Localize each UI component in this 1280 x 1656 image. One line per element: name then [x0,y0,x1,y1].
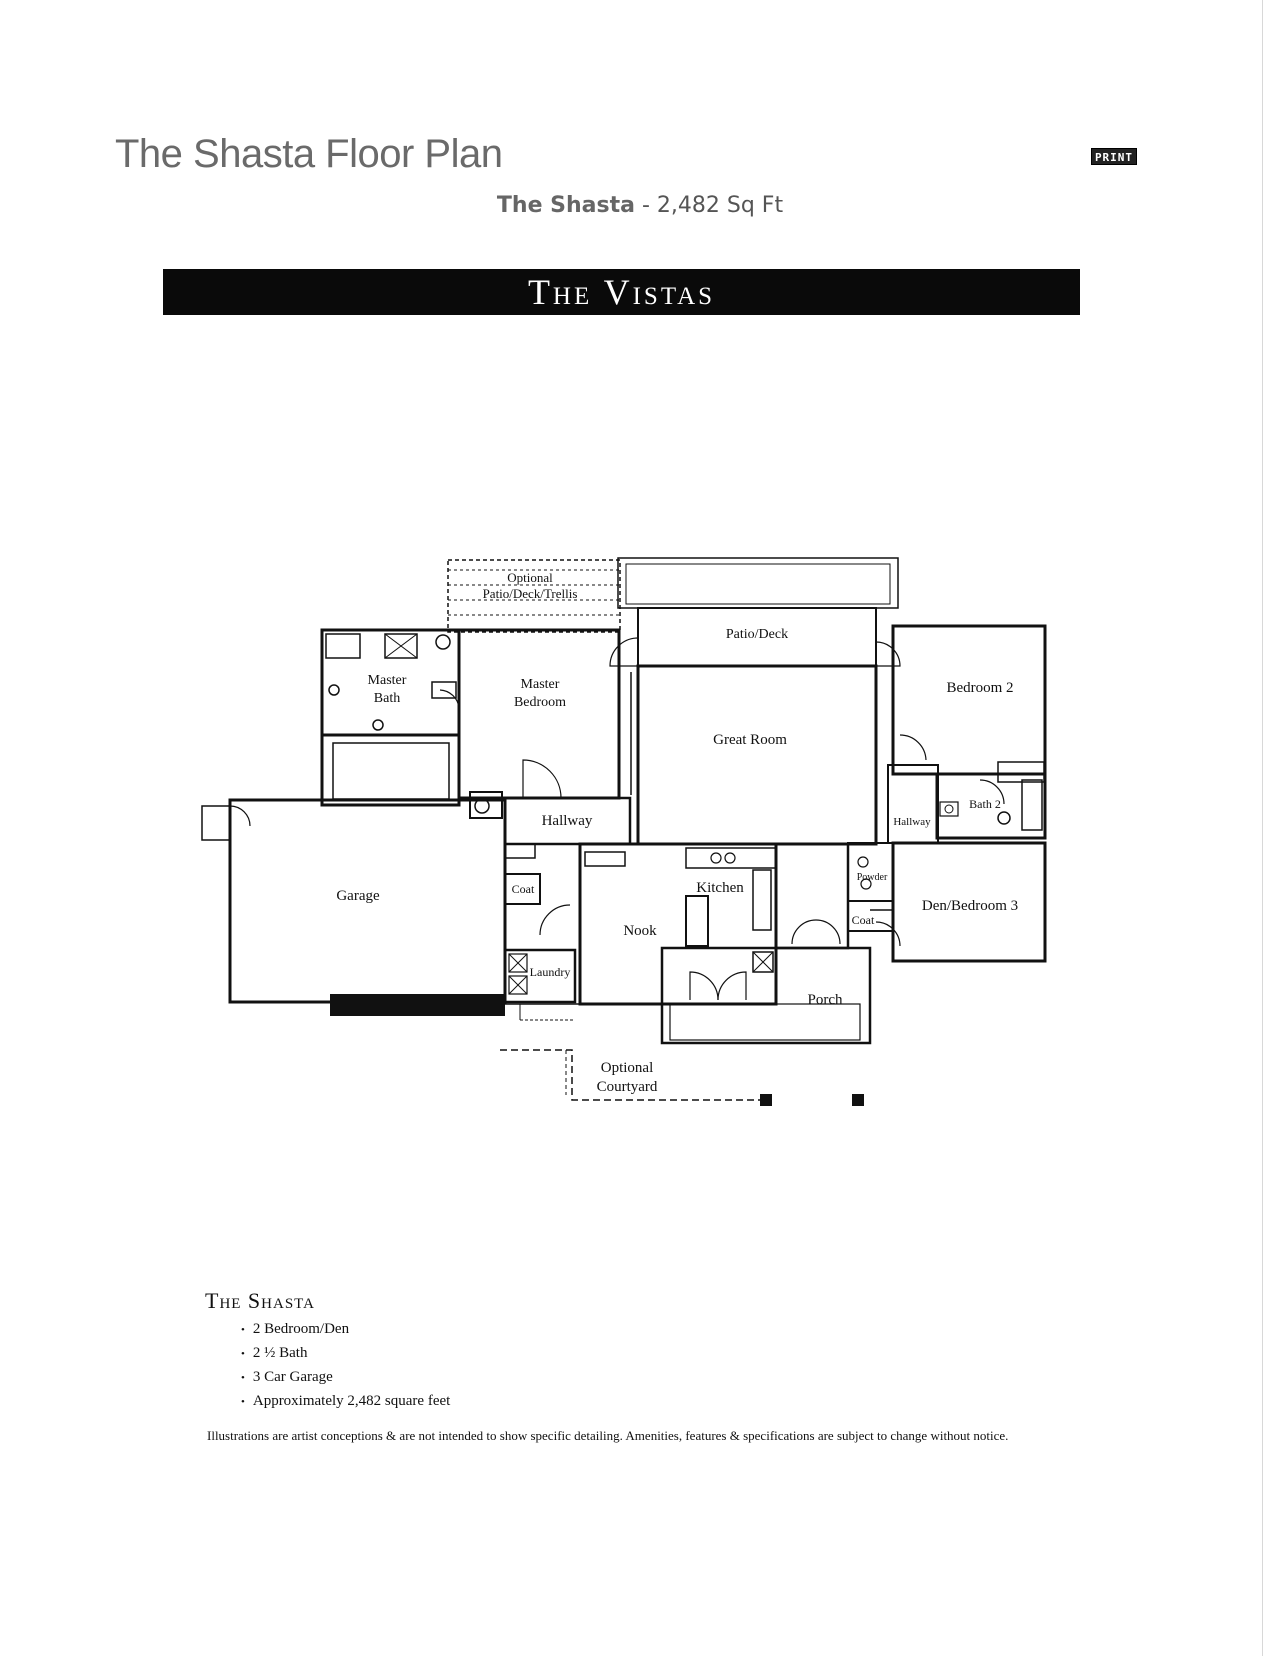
optional-courtyard [500,1049,765,1101]
features-list: 2 Bedroom/Den 2 ½ Bath 3 Car Garage Appr… [205,1318,450,1414]
feature-item: 2 Bedroom/Den [241,1318,450,1342]
plan-subtitle: The Shasta - 2,482 Sq Ft [0,193,1280,218]
features-block: The Shasta 2 Bedroom/Den 2 ½ Bath 3 Car … [205,1288,450,1414]
label-master-bedroom: Master [521,677,560,692]
subtitle-model-name: The Shasta [496,193,635,218]
feature-item: 2 ½ Bath [241,1342,450,1366]
label-optional-courtyard-2: Courtyard [597,1079,658,1095]
label-master-bath-2: Bath [374,691,400,706]
subtitle-square-feet: - 2,482 Sq Ft [634,193,784,218]
label-master-bedroom-2: Bedroom [514,695,566,710]
label-coat-left: Coat [512,882,535,896]
print-button[interactable]: PRINT [1091,148,1137,165]
disclaimer-text: Illustrations are artist conceptions & a… [207,1428,1009,1443]
label-optional-patio: Optional [507,570,553,585]
label-hallway-right: Hallway [893,816,931,828]
label-porch: Porch [808,992,843,1008]
feature-item: Approximately 2,482 square feet [241,1390,450,1414]
label-den-bedroom-3: Den/Bedroom 3 [922,898,1018,914]
label-great-room: Great Room [713,732,787,748]
label-patio-deck: Patio/Deck [726,627,788,642]
patio-railing [617,557,899,609]
label-optional-patio-2: Patio/Deck/Trellis [483,586,578,601]
great-room [636,664,878,846]
hallway-right [887,764,939,844]
master-closet [320,733,461,807]
master-bedroom [457,628,621,800]
label-optional-courtyard: Optional [601,1060,654,1076]
label-garage: Garage [336,888,380,904]
page-edge-line [1262,0,1263,1656]
porch [660,946,872,1045]
nook [578,896,686,1004]
label-bedroom-2: Bedroom 2 [946,680,1013,696]
label-hallway-left: Hallway [542,813,593,829]
community-banner: The Vistas [163,269,1080,315]
bedroom-2 [891,624,1047,776]
label-powder: Powder [857,872,888,883]
features-model-name: The Shasta [205,1288,315,1313]
label-coat-right: Coat [852,913,875,927]
label-laundry: Laundry [530,965,571,979]
feature-item: 3 Car Garage [241,1366,450,1390]
label-nook: Nook [623,923,657,939]
label-bath-2: Bath 2 [969,797,1001,811]
page-title: The Shasta Floor Plan [115,132,503,176]
kitchen-island [685,895,709,947]
label-master-bath: Master [368,673,407,688]
optional-patio-area [447,559,621,633]
label-kitchen: Kitchen [696,880,744,896]
